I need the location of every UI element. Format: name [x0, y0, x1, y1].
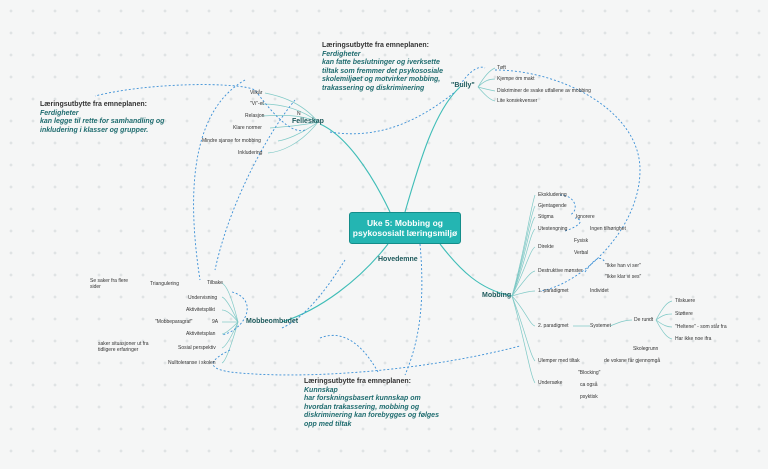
mobbeombudet-item[interactable]: Aktivitetsplan [186, 331, 216, 337]
note-line: kan fatte beslutninger og iverksette [322, 59, 440, 66]
bully-item[interactable]: Diskriminer de svake utfallene av mobbin… [497, 88, 591, 94]
branch-felleskap[interactable]: Felleskap [292, 118, 324, 125]
note-line: inkludering i klasser og grupper. [40, 126, 149, 134]
note-line: diskriminering kan forebygges og følges [304, 412, 439, 419]
mobbing-destruktive[interactable]: Destruktive mønster [538, 268, 583, 274]
mobbing-direkte-fysisk[interactable]: Fysisk [574, 238, 589, 244]
mobbing-utestengning[interactable]: Utestengning [538, 226, 568, 232]
note-line: Kunnskap [304, 386, 338, 394]
mobbing-paradigm-1[interactable]: 1. paradigmet [538, 288, 569, 294]
note-line: trakassering og diskriminering [322, 84, 425, 92]
felleskap-item[interactable]: Mindre sjanse for mobbing [202, 138, 261, 144]
branch-hovedemne[interactable]: Hovedemne [378, 256, 418, 263]
central-topic-line1: Uke 5: Mobbing og [366, 218, 443, 228]
felleskap-n: N [297, 111, 301, 117]
mobbing-direkte-verbal[interactable]: Verbal [574, 250, 589, 256]
link-bully [404, 86, 461, 213]
branch-mobbing[interactable]: Mobbing [482, 292, 512, 299]
mobbing-ulemper[interactable]: Ulemper med tiltak [538, 358, 580, 364]
mobbing-utestengning-detail[interactable]: Ingen tilhørighet [590, 226, 626, 232]
mobbeombudet-note[interactable]: Se saker fra flere [90, 278, 129, 284]
note-line: Ferdigheter [322, 50, 361, 58]
mobbing-stigma[interactable]: Stigma [538, 214, 554, 220]
mobbeombudet-item[interactable]: Tilbake [207, 280, 223, 286]
felleskap-item[interactable]: Relasjon [245, 113, 265, 119]
mobbeombudet-item[interactable]: Aktivitetsplikt [186, 307, 215, 313]
mobbing-gjentagende[interactable]: Gjentagende [538, 203, 567, 209]
mobbing-paradigm-2-rundt[interactable]: De rundt [634, 317, 654, 323]
mobbeombudet-item[interactable]: Triangulering [150, 281, 179, 287]
mobbeombudet-item[interactable]: Nulltoleranse i skolen [168, 360, 216, 366]
note-heading: Læringsutbytte fra emneplanen: [304, 378, 411, 385]
mobbeombudet-item[interactable]: Sosial perspektiv [178, 345, 216, 351]
note-heading: Læringsutbytte fra emneplanen: [322, 42, 429, 49]
mobbing-paradigm-1-detail[interactable]: Individet [590, 288, 609, 294]
note-line: skolemiljøet og motvirker mobbing, [322, 76, 441, 83]
mobbeombudet-note[interactable]: saker situasjoner ut fra [98, 341, 149, 347]
note-line: Ferdigheter [40, 109, 79, 117]
mobbing-paradigm-2[interactable]: 2. paradigmet [538, 323, 569, 329]
link-mobbing [439, 243, 513, 297]
central-topic[interactable]: Uke 5: Mobbing og psykososialt læringsmi… [349, 212, 461, 244]
mobbing-skolegrunn[interactable]: Skolegrunn [633, 346, 659, 352]
branch-bully[interactable]: "Bully" [451, 82, 475, 89]
mobbing-rundt-item[interactable]: Har ikke noe ifra [675, 336, 712, 342]
note-line: har forskningsbasert kunnskap om [304, 395, 421, 402]
mobbeombudet-note[interactable]: tidligere erfaringer [98, 347, 139, 353]
mobbing-undersoke-item[interactable]: ca også [580, 382, 598, 388]
bully-item[interactable]: Kjempe om makt [497, 76, 535, 82]
felleskap-item[interactable]: "Vi"-et [250, 101, 264, 107]
mobbing-undersoke-item[interactable]: psyktisk [580, 394, 598, 400]
mobbeombudet-item[interactable]: "Mobbeparagraf" [155, 319, 193, 325]
felleskap-item[interactable]: Klare normer [233, 125, 262, 131]
bully-item[interactable]: Lite konsekvenser [497, 98, 538, 104]
branch-mobbeombudet[interactable]: Mobbeombudet [246, 318, 299, 325]
mobbing-ekskludering[interactable]: Ekskludering [538, 192, 567, 198]
mobbing-undersoke-item[interactable]: "Blocking" [578, 370, 601, 376]
mobbing-ulemper-detail[interactable]: de voksne får gjennomgå [604, 358, 661, 364]
mobbing-paradigm-2-system[interactable]: Systemet [590, 323, 611, 329]
felleskap-item[interactable]: Inkludering [238, 150, 263, 156]
bully-item[interactable]: Tøft [497, 65, 506, 71]
link-mobbeombudet [281, 243, 389, 323]
mobbeombudet-note[interactable]: sider [90, 284, 101, 290]
mobbeombudet-item[interactable]: Undervisning [188, 295, 218, 301]
felleskap-item[interactable]: Vilkår [250, 90, 263, 96]
mobbing-destruktive-a[interactable]: "Ikke han vi ser" [605, 263, 641, 269]
mobbing-direkte[interactable]: Direkte [538, 244, 554, 250]
note-line: opp med tiltak [304, 420, 352, 428]
note-line: tiltak som fremmer det psykososiale [322, 67, 443, 75]
link-felleskap [319, 123, 391, 213]
mobbeombudet-item[interactable]: 9A [212, 319, 219, 325]
mobbing-destruktive-b[interactable]: "Ikke klar vi ses" [605, 274, 642, 280]
mobbing-rundt-item[interactable]: Støttere [675, 311, 693, 317]
central-topic-line2: psykososialt læringsmiljø [352, 228, 458, 238]
note-learning-outcome-top[interactable]: Læringsutbytte fra emneplanen: Ferdighet… [322, 42, 443, 93]
note-learning-outcome-bottom[interactable]: Læringsutbytte fra emneplanen: Kunnskap … [304, 378, 439, 429]
note-heading: Læringsutbytte fra emneplanen: [40, 101, 147, 108]
note-line: hvordan trakassering, mobbing og [304, 403, 420, 411]
mobbing-rundt-item[interactable]: "Heltene" - som står fra [675, 324, 727, 330]
mobbing-stigma-detail[interactable]: Ignorere [576, 214, 595, 220]
mobbing-rundt-item[interactable]: Tilskuere [675, 298, 696, 304]
note-line: kan legge til rette for samhandling og [40, 118, 165, 125]
mobbing-undersoke[interactable]: Undersøke [538, 380, 563, 386]
note-learning-outcome-left[interactable]: Læringsutbytte fra emneplanen: Ferdighet… [40, 101, 164, 135]
